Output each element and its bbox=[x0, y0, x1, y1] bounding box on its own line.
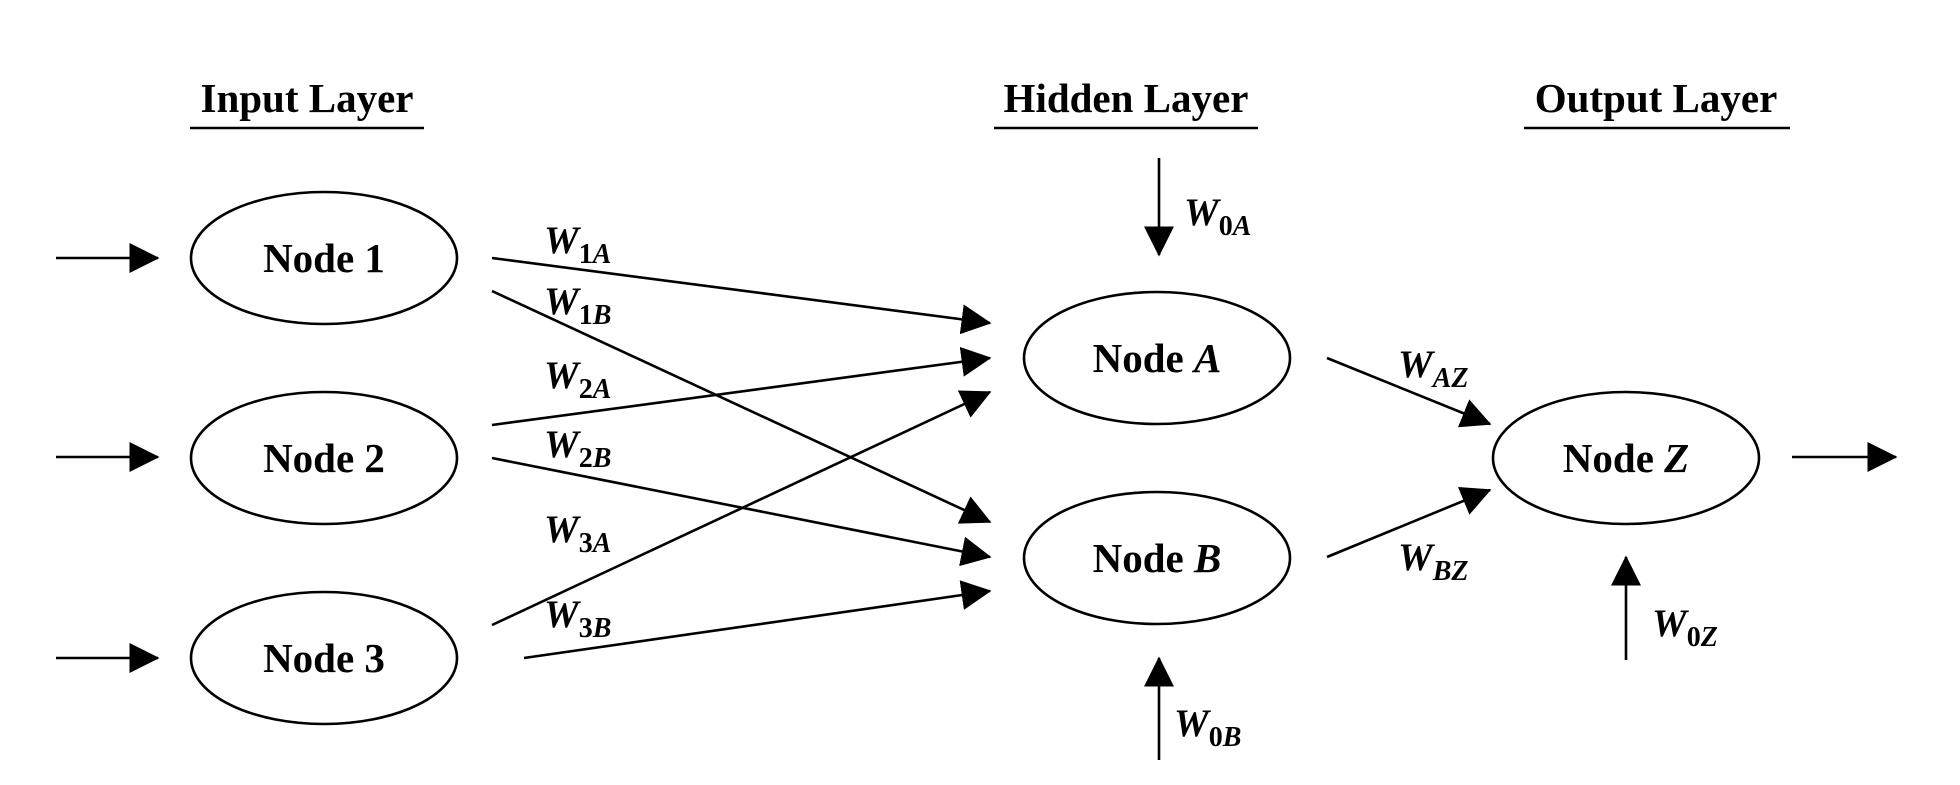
node-a-label: Node A bbox=[1093, 335, 1222, 381]
node-a: Node A bbox=[1022, 290, 1292, 426]
node-3: Node 3 bbox=[189, 590, 459, 726]
node-3-label: Node 3 bbox=[263, 635, 385, 681]
output-layer-title: Output Layer bbox=[1535, 75, 1778, 121]
node-z-label: Node Z bbox=[1563, 435, 1689, 481]
weight-label-w2a: W2A bbox=[544, 354, 611, 405]
weight-label-w1b: W1B bbox=[544, 280, 611, 331]
node-a-ellipse bbox=[1022, 290, 1292, 426]
edge-2-a bbox=[491, 346, 992, 427]
node-b-label: Node B bbox=[1093, 535, 1222, 581]
node-z: Node Z bbox=[1491, 390, 1761, 526]
weight-label-w2b: W2B bbox=[544, 423, 611, 474]
node-3-ellipse bbox=[189, 590, 459, 726]
node-1: Node 1 bbox=[189, 190, 459, 326]
weight-label-w0b: W0B bbox=[1174, 702, 1241, 753]
weight-label-w3b: W3B bbox=[544, 593, 611, 644]
weight-label-w0z: W0Z bbox=[1652, 602, 1718, 653]
edge-3-a bbox=[491, 390, 992, 627]
weight-label-w3a: W3A bbox=[544, 508, 611, 559]
node-1-label: Node 1 bbox=[263, 235, 385, 281]
weight-label-w0a: W0A bbox=[1184, 191, 1251, 242]
weight-label-wbz: WBZ bbox=[1398, 536, 1468, 587]
weight-label-waz: WAZ bbox=[1398, 343, 1468, 394]
node-1-ellipse bbox=[189, 190, 459, 326]
hidden-layer-title: Hidden Layer bbox=[1004, 75, 1249, 121]
node-z-ellipse bbox=[1491, 390, 1761, 526]
input-layer-title: Input Layer bbox=[200, 75, 413, 121]
edge-a-z bbox=[1326, 356, 1492, 428]
edge-3-b bbox=[523, 580, 992, 660]
node-b-ellipse bbox=[1022, 490, 1292, 626]
node-2-label: Node 2 bbox=[263, 435, 385, 481]
edge-1-b bbox=[491, 289, 992, 524]
weight-label-w1a: W1A bbox=[544, 219, 611, 270]
edge-b-z bbox=[1326, 486, 1492, 559]
node-2-ellipse bbox=[189, 390, 459, 526]
node-b: Node B bbox=[1022, 490, 1292, 626]
node-2: Node 2 bbox=[189, 390, 459, 526]
edge-1-a bbox=[491, 256, 992, 335]
